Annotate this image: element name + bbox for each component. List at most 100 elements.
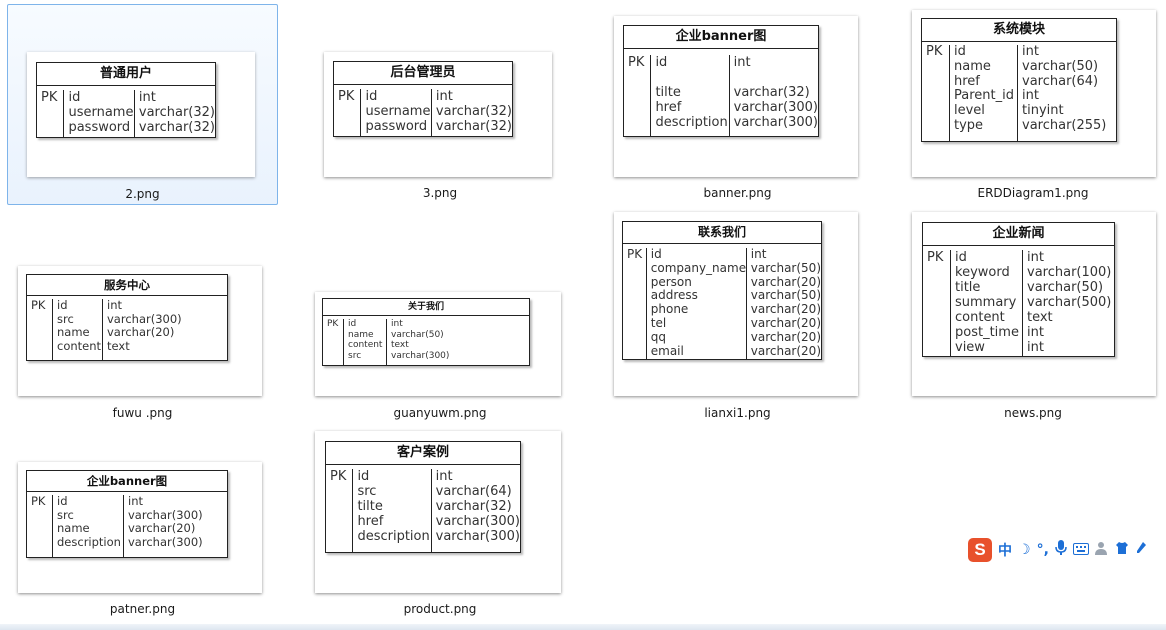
field-name: content [348, 340, 383, 350]
pk-label: PK [628, 55, 645, 70]
field-type: varchar(32) [435, 119, 512, 134]
field-name: address [650, 288, 698, 303]
field-name: company_name [650, 260, 747, 275]
file-tile-2-png[interactable]: 普通用户 PK id username password int varchar… [7, 4, 278, 205]
field-type: varchar(32) [138, 105, 215, 120]
field-name: src [57, 311, 74, 326]
table-title: 企业banner图 [27, 471, 227, 492]
field-type: text [107, 338, 130, 353]
field-type: varchar(50) [1022, 58, 1099, 74]
field-type: varchar(300) [435, 514, 520, 529]
ime-toolbar[interactable]: S 中 ☽ °, [968, 537, 1166, 563]
field-type: varchar(32) [733, 85, 810, 100]
user-icon[interactable] [1094, 541, 1109, 559]
field-type: varchar(32) [435, 499, 512, 514]
field-name: type [954, 117, 984, 133]
table-title: 系统模块 [922, 19, 1116, 42]
thumbnail: 企业banner图 PK id tilte href description i… [614, 16, 858, 177]
field-type: int [1027, 325, 1044, 340]
thumbnail: 客户案例 PK id src tilte href description in… [315, 431, 561, 593]
file-tile-lianxi1-png[interactable]: 联系我们 PK id company_name person address p… [600, 212, 875, 423]
field-name: href [655, 100, 682, 115]
file-tile-erddiagram1-png[interactable]: 系统模块 PK id name href Parent_id level typ… [900, 4, 1166, 205]
field-type: varchar(255) [1022, 117, 1107, 133]
field-name: phone [650, 302, 689, 317]
thumbnail: 普通用户 PK id username password int varchar… [27, 52, 255, 177]
field-name: id [68, 90, 81, 105]
field-type: varchar(20) [750, 343, 821, 358]
file-tile-patner-png[interactable]: 企业banner图 PK id src name description int… [7, 430, 278, 626]
table-title: 后台管理员 [334, 62, 512, 85]
ime-logo-icon[interactable]: S [968, 538, 992, 562]
field-type: int [750, 247, 767, 261]
microphone-icon[interactable] [1055, 540, 1067, 560]
file-tile-3-png[interactable]: 后台管理员 PK id username password int varcha… [300, 4, 580, 205]
field-name: post_time [955, 325, 1019, 340]
field-type: varchar(50) [391, 329, 444, 340]
field-name: tilte [655, 85, 681, 100]
field-name: name [348, 329, 374, 340]
field-name: id [955, 250, 967, 265]
file-name: lianxi1.png [704, 406, 771, 420]
table-title: 联系我们 [623, 222, 821, 244]
table-title: 服务中心 [27, 275, 227, 296]
field-name: id [954, 44, 966, 59]
field-name: content [57, 338, 102, 353]
file-name: banner.png [703, 186, 772, 200]
file-name: patner.png [109, 602, 176, 616]
field-type [734, 70, 818, 85]
field-type: varchar(300) [128, 534, 203, 549]
field-name: id [357, 469, 370, 484]
field-type: text [1027, 310, 1053, 325]
erd-table: 企业新闻 PK id keyword title summary content… [922, 222, 1115, 357]
field-type: varchar(100) [1027, 265, 1112, 280]
field-name [655, 70, 728, 85]
field-name: keyword [955, 265, 1010, 280]
field-name: Parent_id [954, 88, 1014, 104]
thumbnail: 关于我们 PK id name content src int varchar(… [315, 292, 561, 396]
table-title: 企业新闻 [923, 223, 1114, 246]
erd-table: 客户案例 PK id src tilte href description in… [325, 441, 521, 553]
shirt-icon[interactable] [1115, 541, 1129, 559]
file-name: news.png [1004, 406, 1062, 420]
pk-label: PK [31, 494, 46, 508]
erd-table: 系统模块 PK id name href Parent_id level typ… [921, 18, 1117, 142]
chinese-mode-icon[interactable]: 中 [998, 543, 1012, 559]
field-name: id [57, 494, 68, 508]
field-name: level [954, 103, 985, 119]
file-name: ERDDiagram1.png [977, 186, 1089, 200]
file-tile-banner-png[interactable]: 企业banner图 PK id tilte href description i… [600, 4, 875, 205]
file-tile-guanyuwm-png[interactable]: 关于我们 PK id name content src int varchar(… [300, 212, 580, 423]
thumbnail: 企业新闻 PK id keyword title summary content… [912, 212, 1156, 396]
field-type: varchar(20) [750, 302, 821, 317]
erd-table: 企业banner图 PK id tilte href description i… [623, 25, 819, 137]
file-tile-fuwu-png[interactable]: 服务中心 PK id src name content int varchar(… [7, 212, 278, 423]
punctuation-icon[interactable]: °, [1036, 542, 1049, 558]
field-name: person [650, 274, 692, 289]
field-type: varchar(50) [750, 260, 821, 275]
field-type: varchar(64) [1022, 73, 1099, 89]
field-name: name [57, 325, 90, 339]
field-type: varchar(64) [435, 484, 512, 499]
erd-table: 普通用户 PK id username password int varchar… [36, 62, 216, 138]
pk-label: PK [627, 247, 643, 261]
keyboard-icon[interactable] [1072, 541, 1089, 559]
field-type: int [128, 494, 143, 508]
field-name: id [348, 319, 357, 329]
field-name: username [68, 105, 134, 120]
thumbnail: 服务中心 PK id src name content int varchar(… [18, 266, 262, 396]
field-name: title [955, 280, 981, 295]
file-name: 2.png [125, 187, 160, 201]
pk-label: PK [338, 89, 355, 104]
field-type: varchar(20) [750, 329, 821, 344]
wrench-icon[interactable] [1135, 541, 1147, 559]
moon-icon[interactable]: ☽ [1018, 542, 1031, 558]
field-type: int [1027, 250, 1044, 265]
field-type: varchar(50) [1027, 280, 1104, 295]
field-name: href [954, 73, 980, 89]
field-name: src [357, 484, 377, 499]
file-tile-product-png[interactable]: 客户案例 PK id src tilte href description in… [300, 430, 580, 626]
file-tile-news-png[interactable]: 企业新闻 PK id keyword title summary content… [900, 212, 1166, 423]
field-type: int [1027, 340, 1044, 355]
field-name: description [357, 529, 430, 544]
